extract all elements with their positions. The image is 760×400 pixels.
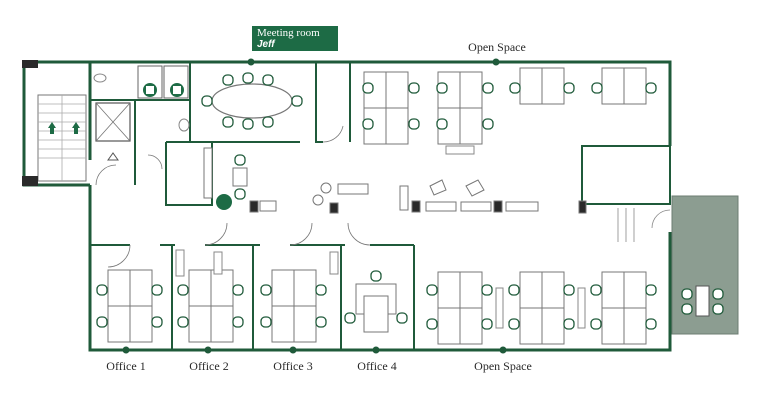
office-3-label: Office 3 (273, 359, 313, 373)
terrace-stairs (617, 208, 671, 242)
meeting-table (201, 72, 303, 130)
kitchen (203, 147, 248, 210)
restrooms (93, 65, 190, 132)
accessible-icon (216, 194, 232, 210)
interior-walls (90, 62, 671, 350)
office-desks (96, 249, 408, 343)
elevator (95, 102, 131, 161)
meeting-room-name: Jeff (257, 39, 275, 50)
meeting-room-tag: Meeting room Jeff (252, 26, 338, 51)
open-space-bottom-desks (426, 271, 657, 345)
elevator-icon (107, 152, 119, 161)
terrace (671, 195, 739, 335)
label-markers (122, 58, 507, 354)
open-space-top-desks (362, 67, 657, 155)
staircase (22, 60, 87, 186)
open-space-top-label: Open Space (468, 40, 526, 54)
lounge (249, 179, 587, 214)
open-space-bottom-label: Open Space (474, 359, 532, 373)
office-4-label: Office 4 (357, 359, 397, 373)
meeting-room-label: Meeting room (257, 27, 320, 39)
office-1-label: Office 1 (106, 359, 146, 373)
doors (95, 125, 371, 268)
staircase-icon (48, 122, 80, 134)
office-2-label: Office 2 (189, 359, 229, 373)
